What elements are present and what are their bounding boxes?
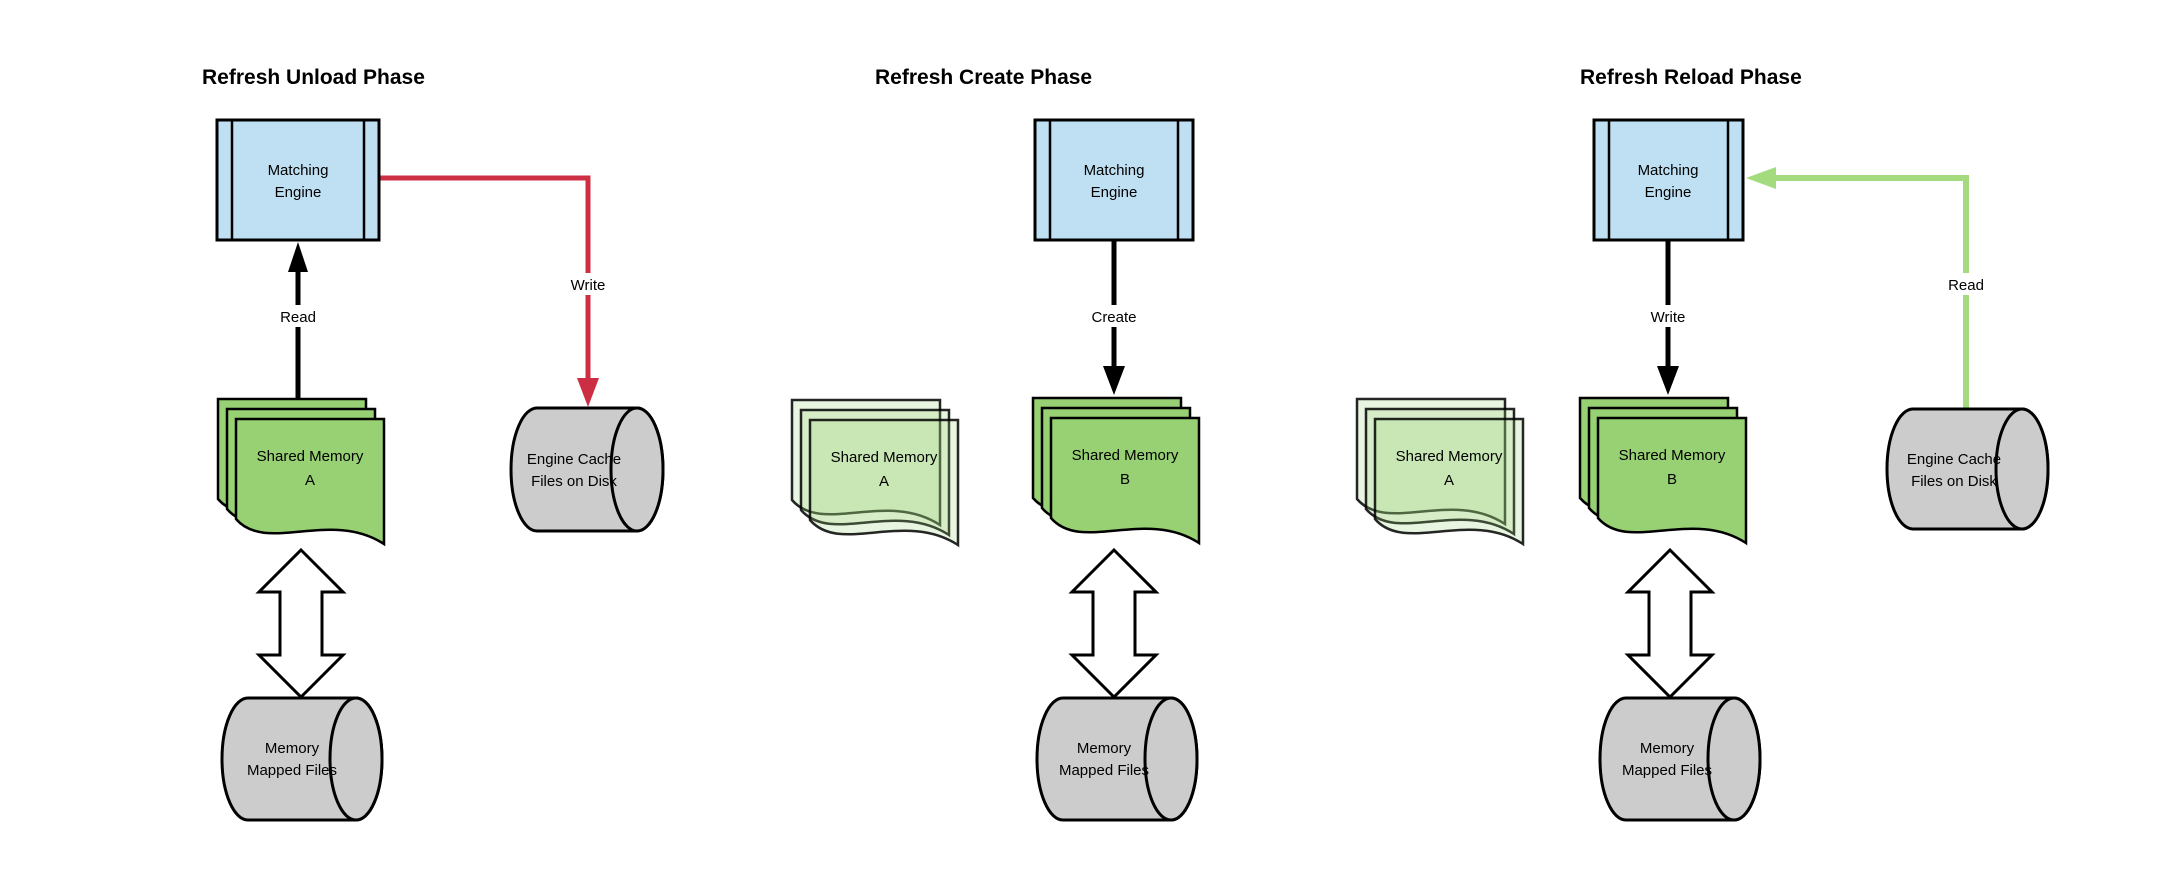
shared-memory-a-label-line1: Shared Memory (831, 449, 938, 466)
shared-memory-b-label-line2: B (1667, 471, 1677, 488)
engine-cache-label-line2: Files on Disk (531, 473, 617, 490)
write-arrow-label: Write (1651, 309, 1686, 326)
engine-cache-cylinder: Engine Cache Files on Disk (509, 406, 665, 533)
write-label-bg (564, 273, 612, 295)
matching-engine-rect (1592, 118, 1745, 242)
sync-double-arrow-icon (1624, 547, 1716, 700)
sync-double-arrow-icon (255, 547, 347, 700)
memory-mapped-label-line2: Mapped Files (1622, 762, 1712, 779)
read-arrowhead-icon (288, 242, 308, 272)
memory-mapped-label-line1: Memory (1640, 740, 1695, 757)
memory-mapped-cylinder: Memory Mapped Files (220, 696, 384, 822)
cylinder-rim (1994, 407, 2050, 531)
engine-cache-label-line1: Engine Cache (1907, 451, 2001, 468)
memory-mapped-label-line1: Memory (265, 740, 320, 757)
matching-engine-label-line2: Engine (1645, 184, 1692, 201)
matching-engine-rect (215, 118, 381, 242)
matching-engine-rect (1033, 118, 1195, 242)
create-arrow-label: Create (1091, 309, 1136, 326)
shared-memory-a-stack: Shared Memory A (216, 397, 386, 547)
shared-memory-b-stack: Shared Memory B (1031, 396, 1201, 546)
shared-memory-a-label-line1: Shared Memory (257, 448, 364, 465)
phase-title: Refresh Unload Phase (202, 66, 425, 89)
doc-sheet-front (1373, 417, 1525, 547)
write-arrowhead-icon (1657, 366, 1679, 395)
phase-create: Refresh Create Phase Create Matching Eng… (790, 66, 1201, 822)
matching-engine-label-line1: Matching (268, 162, 329, 179)
shared-memory-a-faded-stack: Shared Memory A (790, 398, 960, 548)
write-arrow-label: Write (571, 277, 606, 294)
create-arrow: Create (1085, 240, 1143, 395)
shared-memory-b-label-line2: B (1120, 471, 1130, 488)
matching-engine-label-line1: Matching (1638, 162, 1699, 179)
memory-mapped-cylinder: Memory Mapped Files (1035, 696, 1199, 822)
write-arrow: Write (1644, 240, 1692, 395)
cylinder-rim (1706, 696, 1762, 822)
memory-mapped-label-line1: Memory (1077, 740, 1132, 757)
shared-memory-b-stack: Shared Memory B (1578, 396, 1748, 546)
read-arrow: Read (275, 242, 321, 420)
create-label-bg (1085, 305, 1143, 327)
read-arrow-label: Read (1948, 277, 1984, 294)
sync-double-arrow-icon (1068, 547, 1160, 700)
read-arrow-label: Read (280, 309, 316, 326)
shared-memory-a-label-line2: A (305, 472, 315, 489)
doc-sheet-front (1596, 416, 1748, 546)
matching-engine-label-line2: Engine (275, 184, 322, 201)
read-label-bg (275, 305, 321, 327)
engine-cache-label-line2: Files on Disk (1911, 473, 1997, 490)
shared-memory-b-label-line1: Shared Memory (1072, 447, 1179, 464)
engine-cache-label-line1: Engine Cache (527, 451, 621, 468)
doc-sheet-front (1049, 416, 1201, 546)
shared-memory-a-faded-stack: Shared Memory A (1355, 397, 1525, 547)
engine-cache-cylinder: Engine Cache Files on Disk (1885, 407, 2050, 531)
doc-sheet-front (808, 418, 960, 548)
write-arrow: Write (379, 175, 612, 407)
matching-engine-label-line2: Engine (1091, 184, 1138, 201)
shared-memory-a-label-line2: A (879, 473, 889, 490)
matching-engine-box: Matching Engine (1033, 118, 1195, 242)
shared-memory-a-label-line1: Shared Memory (1396, 448, 1503, 465)
memory-mapped-cylinder: Memory Mapped Files (1598, 696, 1762, 822)
cylinder-rim (328, 696, 384, 822)
matching-engine-box: Matching Engine (1592, 118, 1745, 242)
read-arrow-line (1773, 175, 1969, 409)
phase-unload: Refresh Unload Phase Read Write Matching… (202, 66, 665, 822)
shared-memory-a-label-line2: A (1444, 472, 1454, 489)
matching-engine-box: Matching Engine (215, 118, 381, 242)
cylinder-rim (609, 406, 665, 533)
write-arrow-line (379, 175, 591, 380)
read-label-bg (1943, 273, 1989, 295)
read-arrowhead-icon (1746, 167, 1776, 189)
cylinder-rim (1143, 696, 1199, 822)
read-arrow: Read (1746, 167, 1989, 409)
phase-title: Refresh Reload Phase (1580, 66, 1802, 89)
phase-reload: Refresh Reload Phase Write Read Matching… (1355, 66, 2050, 822)
create-arrowhead-icon (1103, 366, 1125, 395)
memory-mapped-label-line2: Mapped Files (247, 762, 337, 779)
write-label-bg (1644, 305, 1692, 327)
shared-memory-b-label-line1: Shared Memory (1619, 447, 1726, 464)
matching-engine-label-line1: Matching (1084, 162, 1145, 179)
write-arrowhead-icon (577, 378, 599, 407)
doc-sheet-front (234, 417, 386, 547)
memory-mapped-label-line2: Mapped Files (1059, 762, 1149, 779)
phase-title: Refresh Create Phase (875, 66, 1092, 89)
